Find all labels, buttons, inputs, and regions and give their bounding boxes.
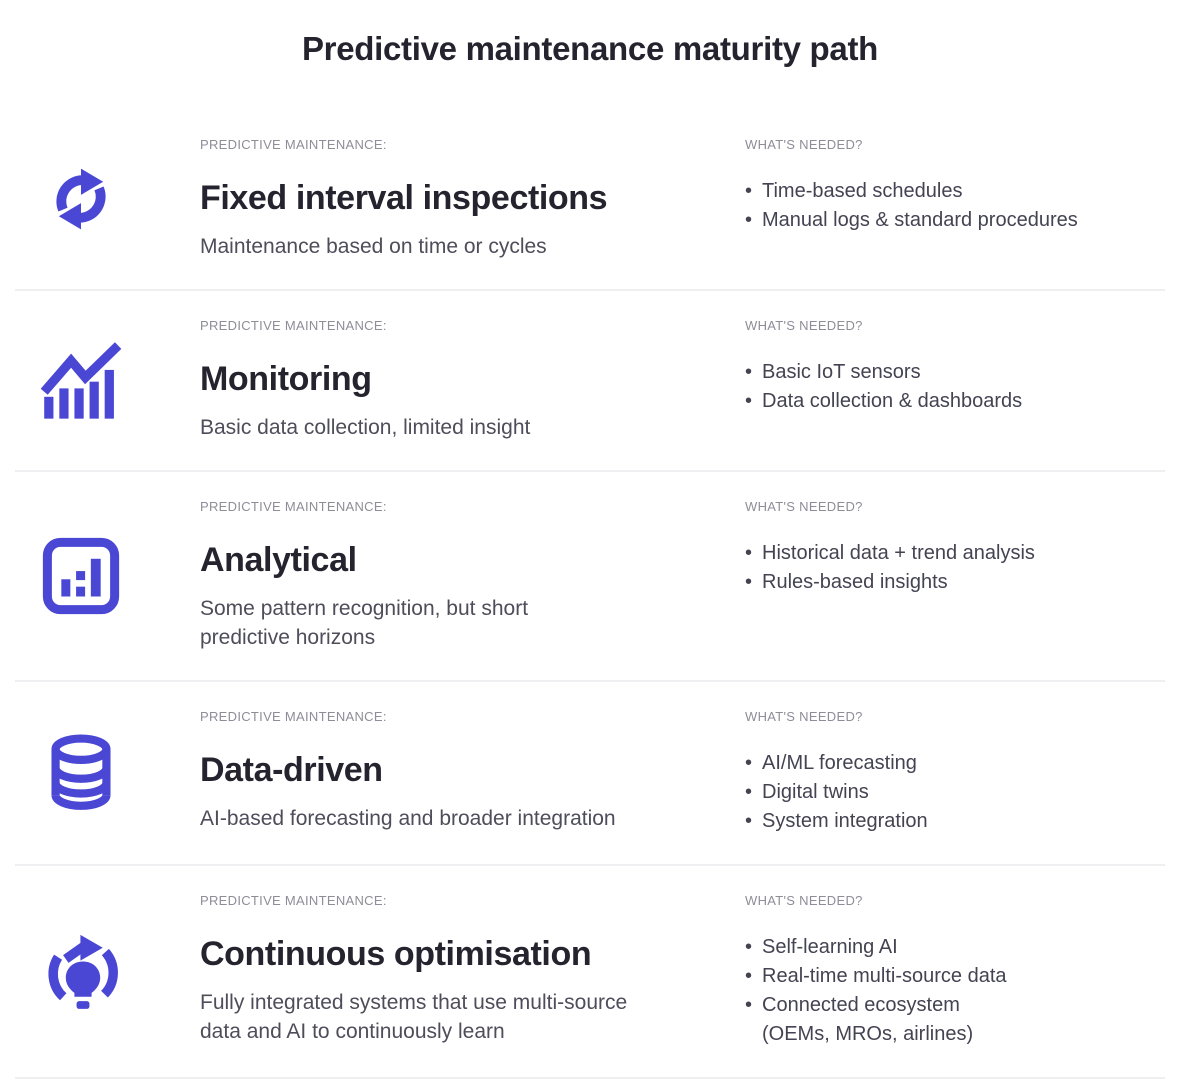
stage-title: Continuous optimisation [200,935,592,973]
needs-item: Digital twins [745,778,1155,807]
needs-list: Time-based schedules Manual logs & stand… [745,177,1155,235]
stage-row-continuous-optimisation: PREDICTIVE MAINTENANCE: Continuous optim… [15,866,1165,1079]
needs-label: WHAT'S NEEDED? [745,709,863,724]
stage-icon-cell [15,499,200,652]
stage-main-cell: PREDICTIVE MAINTENANCE: Continuous optim… [200,893,745,1049]
lightbulb-cycle-icon [48,934,118,1009]
trend-bars-icon [40,342,122,419]
database-icon [51,733,111,810]
needs-label: WHAT'S NEEDED? [745,318,863,333]
needs-label: WHAT'S NEEDED? [745,499,863,514]
stage-eyebrow-label: PREDICTIVE MAINTENANCE: [200,709,387,724]
page-title: Predictive maintenance maturity path [301,30,879,67]
stage-main-cell: PREDICTIVE MAINTENANCE: Fixed interval i… [200,137,745,261]
stage-icon-cell [15,893,200,1049]
stage-title: Monitoring [200,360,372,398]
needs-label: WHAT'S NEEDED? [745,893,863,908]
needs-item: Self-learning AI [745,933,1155,962]
stage-icon-cell [15,709,200,836]
stage-description: Maintenance based on time or cycles [200,235,547,258]
stage-title: Data-driven [200,751,383,789]
stage-description: AI-based forecasting and broader integra… [200,807,616,830]
stage-description: Basic data collection, limited insight [200,416,531,439]
needs-item: System integration [745,807,1155,836]
stage-description: Fully integrated systems that use multi-… [200,991,628,1043]
stage-eyebrow-label: PREDICTIVE MAINTENANCE: [200,499,387,514]
stage-eyebrow-label: PREDICTIVE MAINTENANCE: [200,893,387,908]
stage-main-cell: PREDICTIVE MAINTENANCE: Monitoring Basic… [200,318,745,442]
needs-item: Historical data + trend analysis [745,539,1155,568]
stage-description: Some pattern recognition, but short pred… [200,597,529,649]
chart-panel-icon [42,537,120,614]
needs-item: AI/ML forecasting [745,749,1155,778]
stage-eyebrow-label: PREDICTIVE MAINTENANCE: [200,318,387,333]
stage-needs-cell: WHAT'S NEEDED? Basic IoT sensors Data co… [745,318,1165,442]
stage-needs-cell: WHAT'S NEEDED? AI/ML forecasting Digital… [745,709,1165,836]
stage-row-analytical: PREDICTIVE MAINTENANCE: Analytical Some … [15,472,1165,682]
stage-main-cell: PREDICTIVE MAINTENANCE: Data-driven AI-b… [200,709,745,836]
stage-needs-cell: WHAT'S NEEDED? Time-based schedules Manu… [745,137,1165,261]
stage-row-fixed-interval-inspections: PREDICTIVE MAINTENANCE: Fixed interval i… [15,110,1165,291]
needs-list: Historical data + trend analysis Rules-b… [745,539,1155,597]
stage-main-cell: PREDICTIVE MAINTENANCE: Analytical Some … [200,499,745,652]
stage-eyebrow-label: PREDICTIVE MAINTENANCE: [200,137,387,152]
needs-label: WHAT'S NEEDED? [745,137,863,152]
stage-row-data-driven: PREDICTIVE MAINTENANCE: Data-driven AI-b… [15,682,1165,866]
needs-item: Time-based schedules [745,177,1155,206]
needs-item: Connected ecosystem [745,991,1155,1020]
needs-item: Basic IoT sensors [745,358,1155,387]
needs-item-continuation: (OEMs, MROs, airlines) [762,1023,974,1045]
needs-list: Basic IoT sensors Data collection & dash… [745,358,1155,416]
needs-list: AI/ML forecasting Digital twins System i… [745,749,1155,836]
stage-icon-cell [15,137,200,261]
stage-title: Fixed interval inspections [200,179,608,217]
stage-needs-cell: WHAT'S NEEDED? Self-learning AI Real-tim… [745,893,1165,1049]
needs-list: Self-learning AI Real-time multi-source … [745,933,1155,1049]
stage-icon-cell [15,318,200,442]
sync-arrows-icon [56,168,106,230]
stage-needs-cell: WHAT'S NEEDED? Historical data + trend a… [745,499,1165,652]
needs-item: Real-time multi-source data [745,962,1155,991]
stage-row-monitoring: PREDICTIVE MAINTENANCE: Monitoring Basic… [15,291,1165,472]
stage-title: Analytical [200,541,357,579]
needs-item: Data collection & dashboards [745,387,1155,416]
needs-item: Manual logs & standard procedures [745,206,1155,235]
needs-item: Rules-based insights [745,568,1155,597]
